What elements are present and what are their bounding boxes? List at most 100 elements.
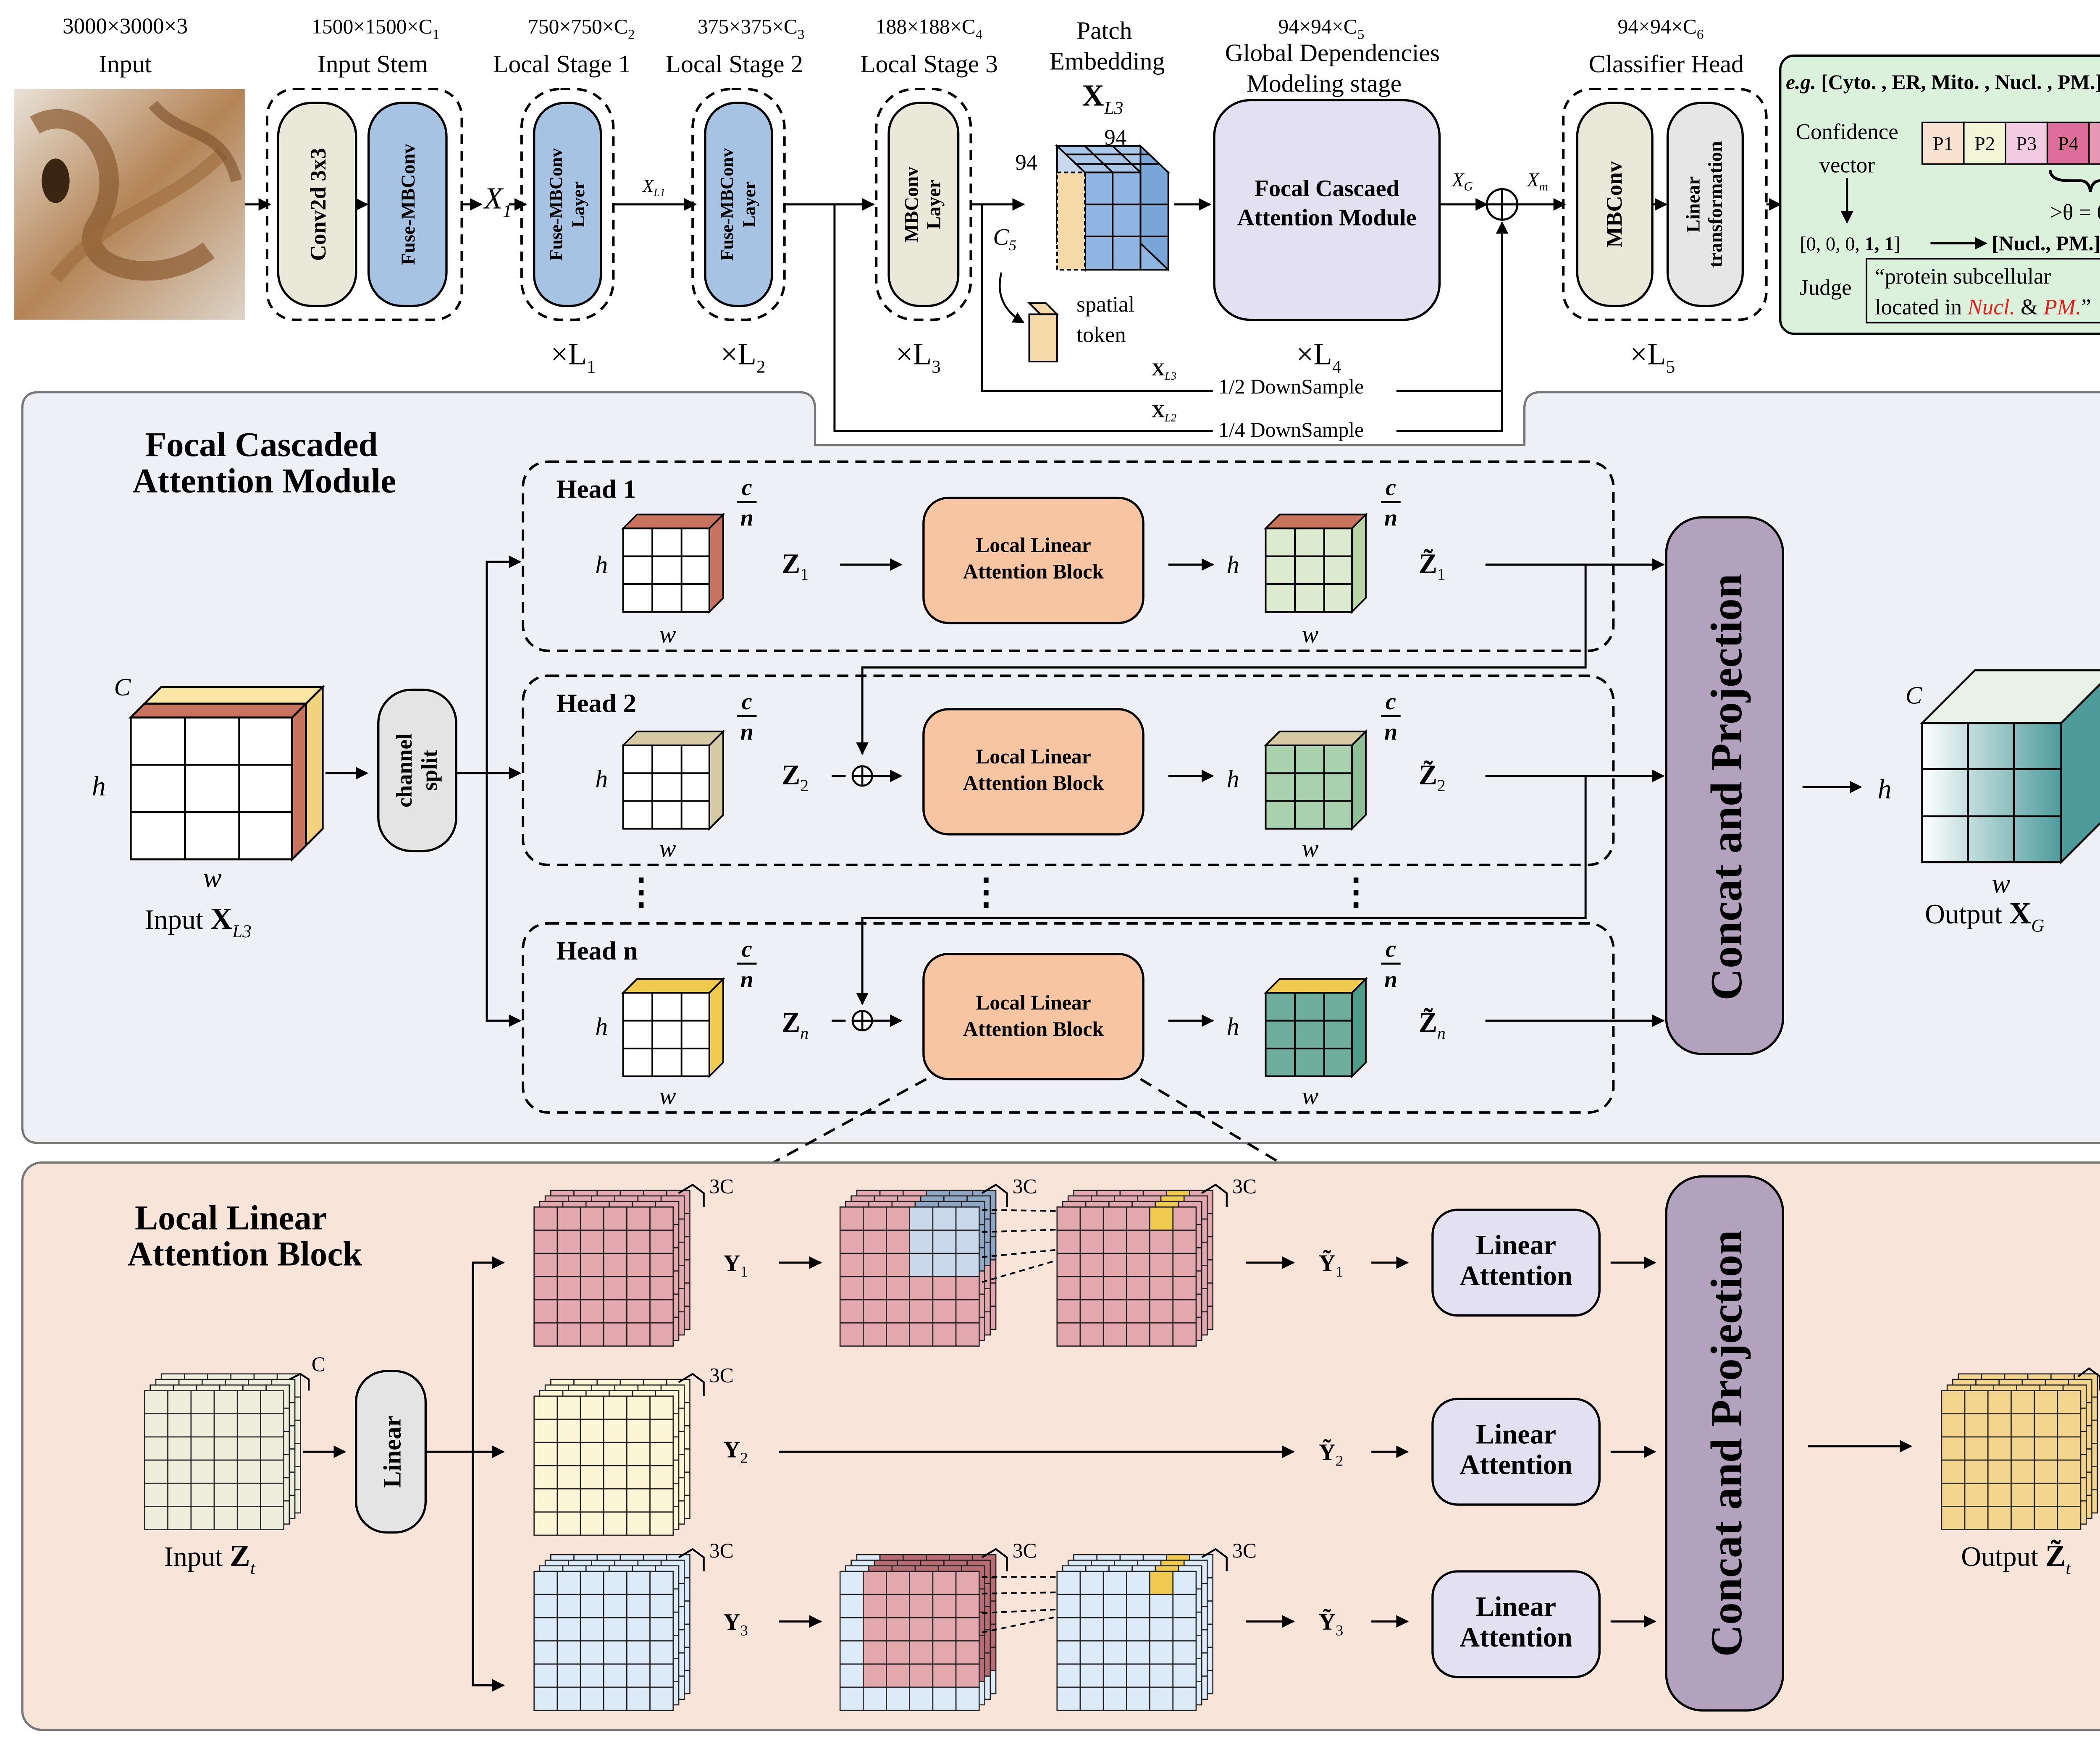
la2-label-1: Linear	[1476, 1419, 1556, 1450]
llab-input-label: Input Zt	[164, 1539, 256, 1578]
stage3-label: Local Stage 3	[860, 50, 998, 78]
head1-output-cube	[1263, 512, 1368, 614]
head2-add-circle	[851, 765, 873, 787]
head2-frac: cn	[737, 689, 757, 745]
svg-text:n: n	[740, 967, 753, 993]
classifier-repeat: ×L5	[1630, 337, 1675, 377]
stage2-block	[704, 102, 773, 307]
la3-label-1: Linear	[1476, 1592, 1556, 1622]
linear-attention-1	[1431, 1209, 1601, 1317]
output-stack-bracket	[2077, 1367, 2100, 1391]
head1-out-h: h	[1227, 551, 1239, 578]
svg-text:c: c	[1386, 936, 1396, 962]
out3-bracket	[1201, 1548, 1228, 1571]
llab-concat-block	[1665, 1175, 1785, 1712]
result-label: [Nucl., PM.]	[1992, 232, 2100, 255]
la2-label-2: Attention	[1460, 1450, 1572, 1480]
linear-attention-3	[1431, 1570, 1601, 1678]
svg-text:c: c	[742, 689, 752, 715]
head2-llab-label-1: Local Linear	[976, 745, 1091, 768]
token-label-2: token	[1076, 323, 1126, 347]
stage2-repeat: ×L2	[720, 337, 765, 377]
head2-w: w	[659, 834, 676, 862]
dots-3: ⋮	[1338, 871, 1374, 912]
add-circle	[1486, 188, 1519, 221]
skip1-x: XL3	[1152, 360, 1176, 382]
classifier-label: Classifier Head	[1589, 50, 1744, 78]
head2-h: h	[595, 765, 608, 792]
patch-94-left: 94	[1015, 150, 1037, 175]
x1-label: X1	[483, 181, 512, 221]
head1-w: w	[659, 620, 676, 648]
classifier-dashed-group	[1562, 87, 1768, 321]
head1-input-cube	[621, 512, 725, 614]
headn-out-frac: cn	[1381, 936, 1401, 993]
head1-dashed-box	[522, 460, 1615, 652]
fcam-module-label-1: Focal Cascaed	[1254, 176, 1399, 202]
fcam-out-h: h	[1878, 774, 1892, 805]
xg-label: XG	[1451, 170, 1473, 194]
llab-concat-label: Concat and Projection	[1702, 1230, 1751, 1657]
y1-label: Y1	[723, 1251, 748, 1280]
fcam-title-1: Focal Cascaded	[145, 425, 378, 464]
skip2-x: XL2	[1152, 401, 1176, 424]
headn-frac: cn	[737, 936, 757, 993]
svg-text:n: n	[1384, 505, 1397, 531]
headn-h: h	[595, 1012, 608, 1040]
global-title-1: Global Dependencies	[1225, 39, 1440, 67]
patch-cube	[1055, 144, 1171, 272]
svg-text:n: n	[740, 719, 753, 745]
svg-text:c: c	[742, 936, 752, 962]
stage2-dims: 375×375×C3	[698, 15, 805, 42]
y2-stack	[533, 1379, 690, 1536]
stem-dims: 1500×1500×C1	[312, 15, 439, 42]
stage1-label: Local Stage 1	[493, 50, 631, 78]
win3-bracket	[981, 1548, 1008, 1571]
fcam-input-h: h	[92, 771, 106, 802]
fcam-output-label: Output XG	[1925, 896, 2044, 936]
llab-title-2: Attention Block	[128, 1234, 362, 1273]
yt3-label: Ỹ3	[1318, 1608, 1343, 1639]
head2-llab-block	[922, 708, 1144, 836]
head2-zt: Z̃2	[1419, 760, 1446, 795]
head1-llab-label-1: Local Linear	[976, 534, 1091, 557]
token-label-1: spatial	[1076, 292, 1134, 317]
y3-bracket	[678, 1548, 705, 1571]
y1-stack	[533, 1190, 690, 1347]
fcam-input-w: w	[203, 863, 222, 894]
dots-1: ⋮	[623, 871, 659, 912]
judge-label: Judge	[1800, 275, 1852, 300]
stage1-block	[533, 102, 602, 307]
global-repeat: ×L4	[1296, 337, 1341, 377]
classifier-dims: 94×94×C6	[1617, 15, 1704, 42]
fcam-concat-label: Concat and Projection	[1702, 574, 1751, 1000]
out1-bracket	[1201, 1183, 1228, 1207]
threshold-label: >θ = 0.5	[2050, 200, 2100, 225]
head2-title: Head 2	[556, 688, 636, 718]
y3-3c: 3C	[709, 1539, 734, 1562]
dots-2: ⋮	[968, 871, 1004, 912]
head2-out-w: w	[1302, 834, 1319, 862]
head2-output-cube	[1263, 729, 1368, 831]
input-label: Input	[99, 50, 152, 78]
headn-zt: Z̃n	[1419, 1007, 1446, 1043]
win1-bracket	[981, 1183, 1008, 1207]
fcam-module-label-2: Attention Module	[1237, 205, 1417, 231]
headn-out-w: w	[1302, 1082, 1319, 1109]
fcam-input-label: Input XL3	[144, 902, 251, 941]
svg-text:c: c	[742, 475, 752, 501]
headn-dashed-box	[522, 922, 1615, 1114]
head1-out-w: w	[1302, 620, 1319, 648]
win1-3c: 3C	[1013, 1175, 1037, 1198]
head1-h: h	[595, 551, 608, 578]
yt2-label: Ỹ2	[1318, 1439, 1343, 1469]
fcam-title-2: Attention Module	[132, 461, 396, 500]
stem-fusemb-label: Fuse-MBConv	[398, 144, 419, 265]
llab-title-1: Local Linear	[135, 1198, 327, 1237]
global-title-2: Modeling stage	[1247, 70, 1402, 97]
llab-output-label: Output Z̃t	[1961, 1539, 2071, 1578]
headn-add-circle	[851, 1010, 873, 1032]
